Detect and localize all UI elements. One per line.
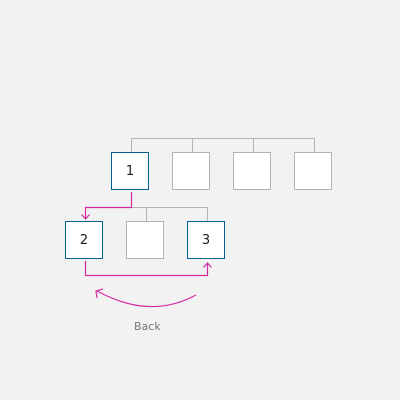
node-child-c[interactable]: 3 xyxy=(187,221,225,259)
back-caption: Back xyxy=(134,320,161,333)
node-sibling-3[interactable] xyxy=(233,152,271,190)
node-root[interactable]: 1 xyxy=(111,152,149,190)
node-child-c-label: 3 xyxy=(201,232,211,248)
nav-path-across xyxy=(84,261,212,277)
node-child-a[interactable]: 2 xyxy=(65,221,103,259)
child-level-connectors xyxy=(131,207,208,221)
node-child-a-label: 2 xyxy=(79,232,89,248)
node-sibling-4[interactable] xyxy=(294,152,332,190)
top-level-connectors xyxy=(131,138,315,152)
node-sibling-2[interactable] xyxy=(172,152,210,190)
node-root-label: 1 xyxy=(125,163,135,179)
node-child-b[interactable] xyxy=(126,221,164,259)
back-arrow-icon xyxy=(95,288,197,308)
nav-path-down xyxy=(81,192,133,220)
